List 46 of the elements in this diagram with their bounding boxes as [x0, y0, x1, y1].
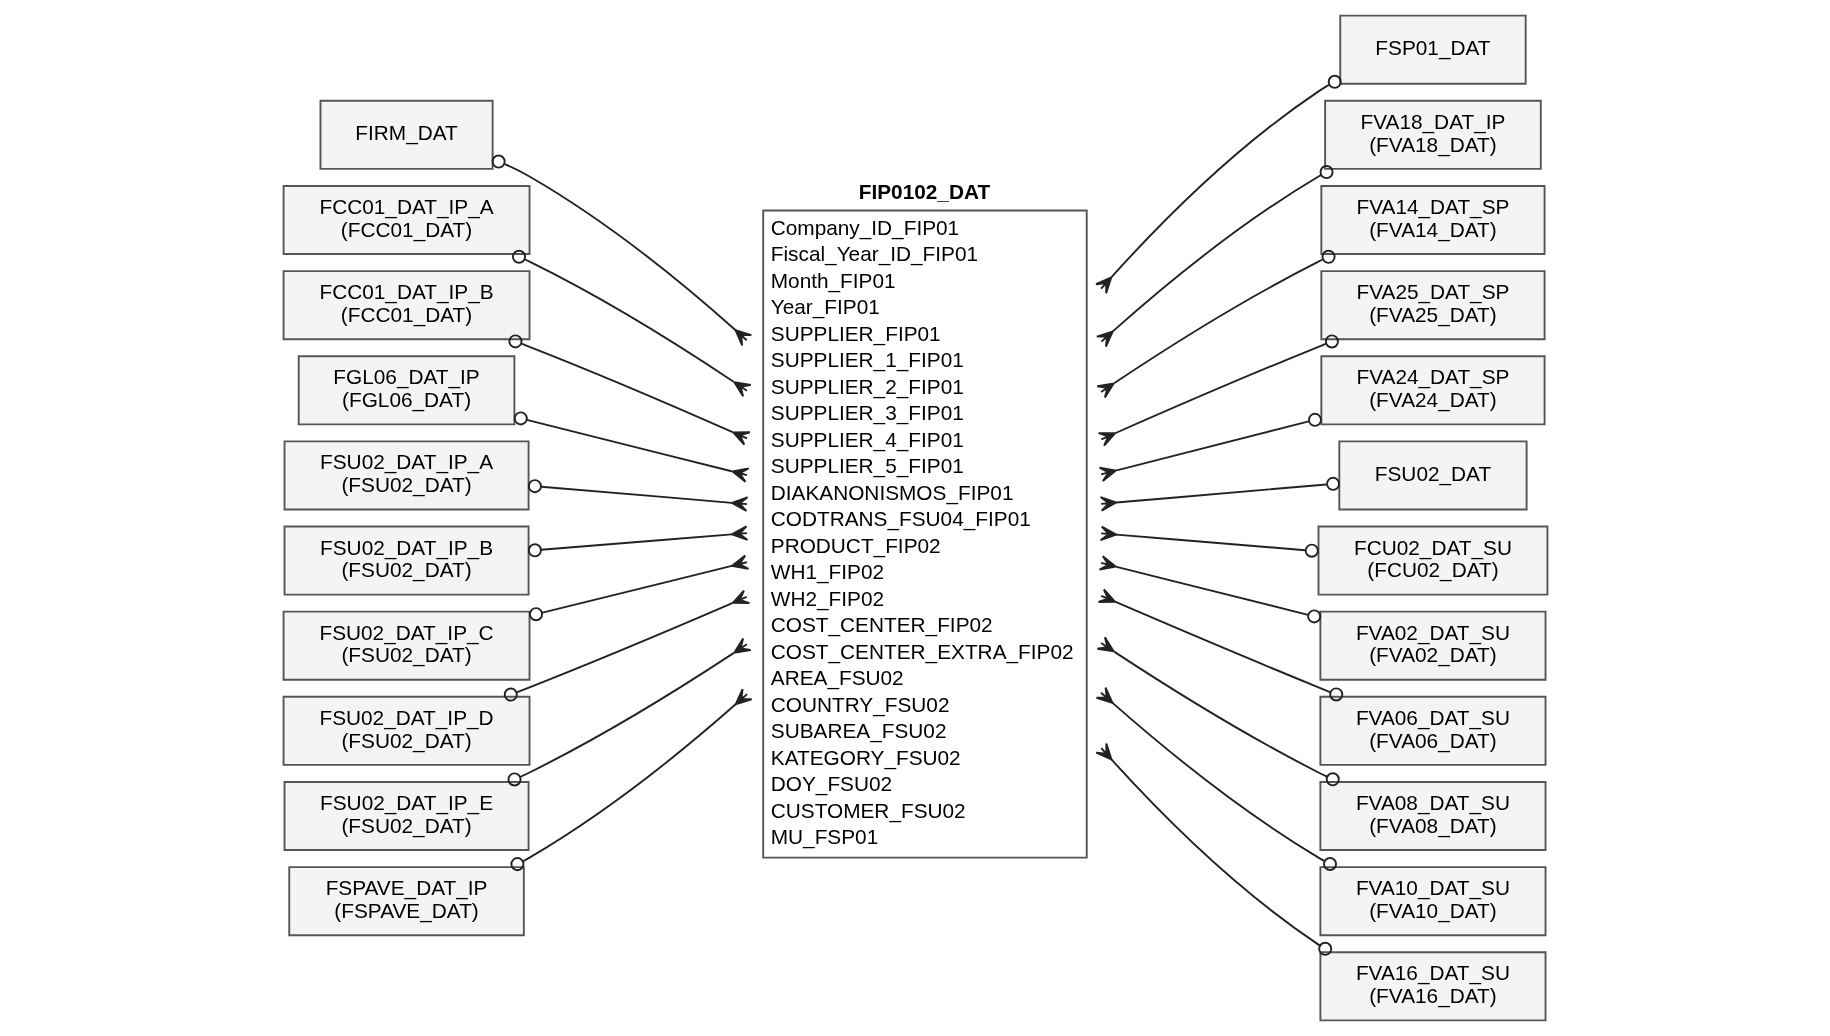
- node-box: FSU02_DAT: [1337, 440, 1528, 511]
- connector: [1094, 74, 1342, 295]
- connector: [1095, 249, 1336, 399]
- connector: [1095, 165, 1334, 348]
- connector: [1097, 334, 1339, 447]
- connector: [1095, 686, 1337, 871]
- node-box: FIRM_DAT: [319, 99, 494, 170]
- connector: [527, 525, 748, 558]
- node-box: FVA18_DAT_IP (FVA18_DAT): [1323, 99, 1542, 170]
- connector: [513, 411, 750, 483]
- connector: [1099, 476, 1340, 512]
- node-box: FSU02_DAT_IP_E (FSU02_DAT): [283, 781, 530, 851]
- connector: [1097, 588, 1343, 702]
- node-box: FVA10_DAT_SU (FVA10_DAT): [1318, 866, 1546, 937]
- connector: [1098, 412, 1322, 482]
- connector: [491, 154, 752, 347]
- node-box: FGL06_DAT_IP (FGL06_DAT): [297, 355, 515, 426]
- node-box: FVA25_DAT_SP (FVA25_DAT): [1319, 270, 1546, 341]
- node-box: FSP01_DAT: [1338, 14, 1527, 85]
- node-box: FCC01_DAT_IP_B (FCC01_DAT): [282, 270, 530, 341]
- connector: [1095, 636, 1340, 787]
- connector: [528, 554, 749, 622]
- node-box: FCU02_DAT_SU (FCU02_DAT): [1317, 525, 1548, 596]
- node-box: FVA06_DAT_SU (FVA06_DAT): [1318, 695, 1546, 766]
- connector: [507, 637, 752, 787]
- node-box: FVA24_DAT_SP (FVA24_DAT): [1319, 355, 1546, 426]
- node-box: FSU02_DAT_IP_C (FSU02_DAT): [282, 610, 530, 681]
- connector: [509, 688, 753, 872]
- connector: [527, 479, 748, 512]
- node-box: FVA02_DAT_SU (FVA02_DAT): [1318, 610, 1546, 681]
- connector: [511, 249, 752, 398]
- node-box: FVA16_DAT_SU (FVA16_DAT): [1318, 951, 1546, 1022]
- node-box: Company_ID_FIP01 Fiscal_Year_ID_FIP01 Month_FIP01 Year_FIP01 SUPPLIER_FIP01 SUPPLIER_1_FIP01 SUPPLIER_2_FIP01 SUPPLIER_3_FIP01 SUPPLIER_4_FIP01 SUPPLIER_5_FIP01 DIAKANONISMOS_FIP01 CODTRANS_FSU04_FIP01 PRODUCT_FIP02 WH1_FIP02 WH2_FIP02 COST_CENTER_FIP02 COST_CENTER_EXTRA_FIP02 AREA_FSU02 COUNTRY_FSU02 SUBAREA_FSU02 KATEGORY_FSU02 DOY_FSU02 CUSTOMER_FSU02 MU_FSP01: [761, 209, 1088, 859]
- node-label: FIP0102_DAT: [858, 179, 990, 203]
- node-box: FCC01_DAT_IP_A (FCC01_DAT): [282, 185, 530, 255]
- node-box: FSU02_DAT_IP_D (FSU02_DAT): [282, 695, 530, 766]
- connector: [507, 334, 751, 446]
- node-box: FSU02_DAT_IP_B (FSU02_DAT): [283, 525, 530, 596]
- node-box: FVA14_DAT_SP (FVA14_DAT): [1319, 185, 1546, 255]
- node-box: FSU02_DAT_IP_A (FSU02_DAT): [283, 440, 530, 511]
- node-box: FSPAVE_DAT_IP (FSPAVE_DAT): [287, 866, 525, 937]
- connector: [1098, 555, 1321, 624]
- connector: [503, 589, 750, 702]
- node-box: FVA08_DAT_SU (FVA08_DAT): [1318, 781, 1546, 851]
- connector: [1099, 525, 1319, 558]
- connector: [1094, 742, 1332, 956]
